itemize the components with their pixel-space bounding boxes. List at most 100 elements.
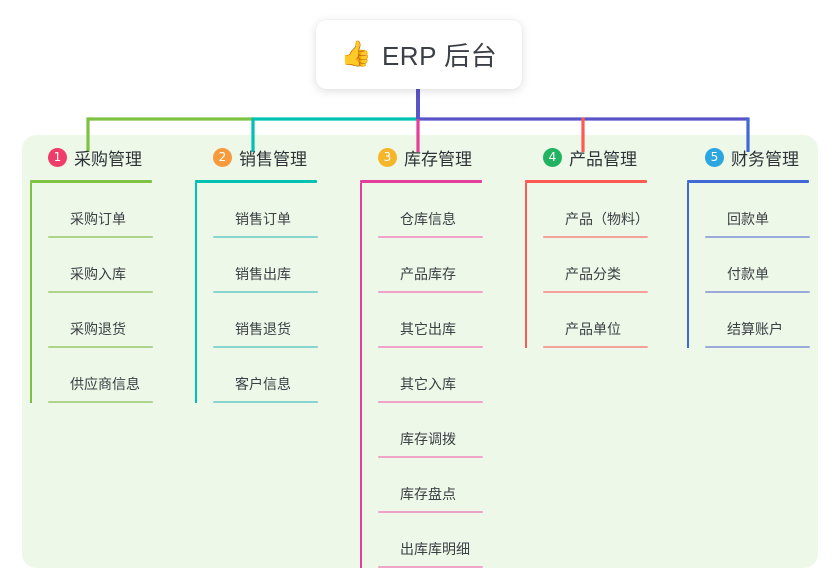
branch-number-badge: 2 xyxy=(213,148,232,167)
branch-item-underline xyxy=(543,291,648,293)
branch-item[interactable]: 供应商信息 xyxy=(48,348,195,403)
branch-title: 库存管理 xyxy=(404,150,472,169)
branch-item-underline xyxy=(705,346,810,348)
branch-item-underline xyxy=(543,236,648,238)
branch-children: 产品（物料） 产品分类产品单位 xyxy=(525,183,690,348)
root-node-label: ERP 后台 xyxy=(381,41,498,71)
branch-number-badge: 3 xyxy=(378,148,397,167)
branch-item-label: 客户信息 xyxy=(235,376,291,392)
branch-children: 采购订单采购入库采购退货供应商信息 xyxy=(30,183,195,403)
branch-underline xyxy=(525,180,647,183)
branch-item-underline xyxy=(705,236,810,238)
branch-spine xyxy=(687,183,689,348)
branch-item-underline xyxy=(378,346,483,348)
branch-item-label: 采购入库 xyxy=(70,266,126,282)
branch-item-label: 销售出库 xyxy=(235,266,291,282)
branch-underline xyxy=(360,180,482,183)
branch-item[interactable]: 采购入库 xyxy=(48,238,195,293)
branch-header-4[interactable]: 4 产品管理 xyxy=(525,135,690,180)
branch-underline xyxy=(30,180,152,183)
branch-spine xyxy=(195,183,197,403)
branch-number-badge: 4 xyxy=(543,148,562,167)
branch-item-underline xyxy=(705,291,810,293)
branch-item-label: 出库库明细 xyxy=(400,541,470,557)
branch-item-underline xyxy=(48,401,153,403)
branch-item[interactable]: 库存盘点 xyxy=(378,458,525,513)
branch-item-label: 仓库信息 xyxy=(400,211,456,227)
branch-item-label: 采购退货 xyxy=(70,321,126,337)
branch-item-underline xyxy=(48,291,153,293)
branch-item-underline xyxy=(378,291,483,293)
branch-item[interactable]: 产品库存 xyxy=(378,238,525,293)
branch-children: 销售订单销售出库销售退货客户信息 xyxy=(195,183,360,403)
branch-item[interactable]: 出库库明细 xyxy=(378,513,525,568)
branch-item[interactable]: 销售退货 xyxy=(213,293,360,348)
branch-item-underline xyxy=(378,236,483,238)
branch-item-underline xyxy=(378,511,483,513)
branch-item[interactable]: 回款单 xyxy=(705,183,839,238)
branch-item[interactable]: 产品（物料） xyxy=(543,183,690,238)
branch-number-badge: 5 xyxy=(705,148,724,167)
branch-item-underline xyxy=(543,346,648,348)
branch-item-label: 其它入库 xyxy=(400,376,456,392)
branch-header-1[interactable]: 1 采购管理 xyxy=(30,135,195,180)
root-node-erp-backend[interactable]: 👍 ERP 后台 xyxy=(316,20,522,89)
branch-item-underline xyxy=(213,291,318,293)
branch-item[interactable]: 结算账户 xyxy=(705,293,839,348)
branch-item-label: 产品库存 xyxy=(400,266,456,282)
branch-item-underline xyxy=(378,566,483,568)
branch-item[interactable]: 产品分类 xyxy=(543,238,690,293)
branch-item[interactable]: 付款单 xyxy=(705,238,839,293)
branch-item-label: 产品分类 xyxy=(565,266,621,282)
branch-item-underline xyxy=(213,346,318,348)
branch-title: 采购管理 xyxy=(74,150,142,169)
branch-spine xyxy=(525,183,527,348)
branch-item-label: 采购订单 xyxy=(70,211,126,227)
branch-column-2: 2 销售管理销售订单销售出库销售退货客户信息 xyxy=(195,135,360,403)
branch-column-4: 4 产品管理产品（物料） 产品分类产品单位 xyxy=(525,135,690,348)
branch-header-2[interactable]: 2 销售管理 xyxy=(195,135,360,180)
branch-item[interactable]: 采购退货 xyxy=(48,293,195,348)
branch-item-label: 产品（物料） xyxy=(565,211,649,227)
branch-spine xyxy=(360,183,362,568)
branch-item[interactable]: 产品单位 xyxy=(543,293,690,348)
branch-item[interactable]: 销售订单 xyxy=(213,183,360,238)
branch-item-underline xyxy=(378,456,483,458)
branch-item[interactable]: 库存调拨 xyxy=(378,403,525,458)
branch-number-badge: 1 xyxy=(48,148,67,167)
branch-header-3[interactable]: 3 库存管理 xyxy=(360,135,525,180)
branch-item[interactable]: 仓库信息 xyxy=(378,183,525,238)
branch-item-underline xyxy=(48,346,153,348)
branch-column-1: 1 采购管理采购订单采购入库采购退货供应商信息 xyxy=(30,135,195,403)
branch-item[interactable]: 客户信息 xyxy=(213,348,360,403)
branch-title: 销售管理 xyxy=(239,150,307,169)
branch-spine xyxy=(30,183,32,403)
branch-item[interactable]: 其它出库 xyxy=(378,293,525,348)
branch-columns: 1 采购管理采购订单采购入库采购退货供应商信息 2 销售管理销售订单销售出库销售退货客… xyxy=(22,135,818,568)
diagram-panel xyxy=(22,135,818,568)
branch-title: 产品管理 xyxy=(569,150,637,169)
branch-item-label: 付款单 xyxy=(727,266,769,282)
branch-item-label: 产品单位 xyxy=(565,321,621,337)
branch-item-label: 回款单 xyxy=(727,211,769,227)
branch-item-label: 供应商信息 xyxy=(70,376,140,392)
branch-item[interactable]: 销售出库 xyxy=(213,238,360,293)
branch-underline xyxy=(195,180,317,183)
thumbs-up-icon: 👍 xyxy=(340,40,372,68)
branch-item[interactable]: 其它入库 xyxy=(378,348,525,403)
branch-item-label: 库存盘点 xyxy=(400,486,456,502)
branch-item-underline xyxy=(213,236,318,238)
branch-item-label: 其它出库 xyxy=(400,321,456,337)
branch-item-underline xyxy=(213,401,318,403)
branch-item-label: 结算账户 xyxy=(727,321,783,337)
branch-item-underline xyxy=(48,236,153,238)
branch-underline xyxy=(687,180,809,183)
branch-item-underline xyxy=(378,401,483,403)
branch-children: 回款单付款单结算账户 xyxy=(687,183,839,348)
branch-item-label: 销售订单 xyxy=(235,211,291,227)
branch-item[interactable]: 采购订单 xyxy=(48,183,195,238)
branch-children: 仓库信息产品库存其它出库其它入库库存调拨库存盘点出库库明细 xyxy=(360,183,525,568)
